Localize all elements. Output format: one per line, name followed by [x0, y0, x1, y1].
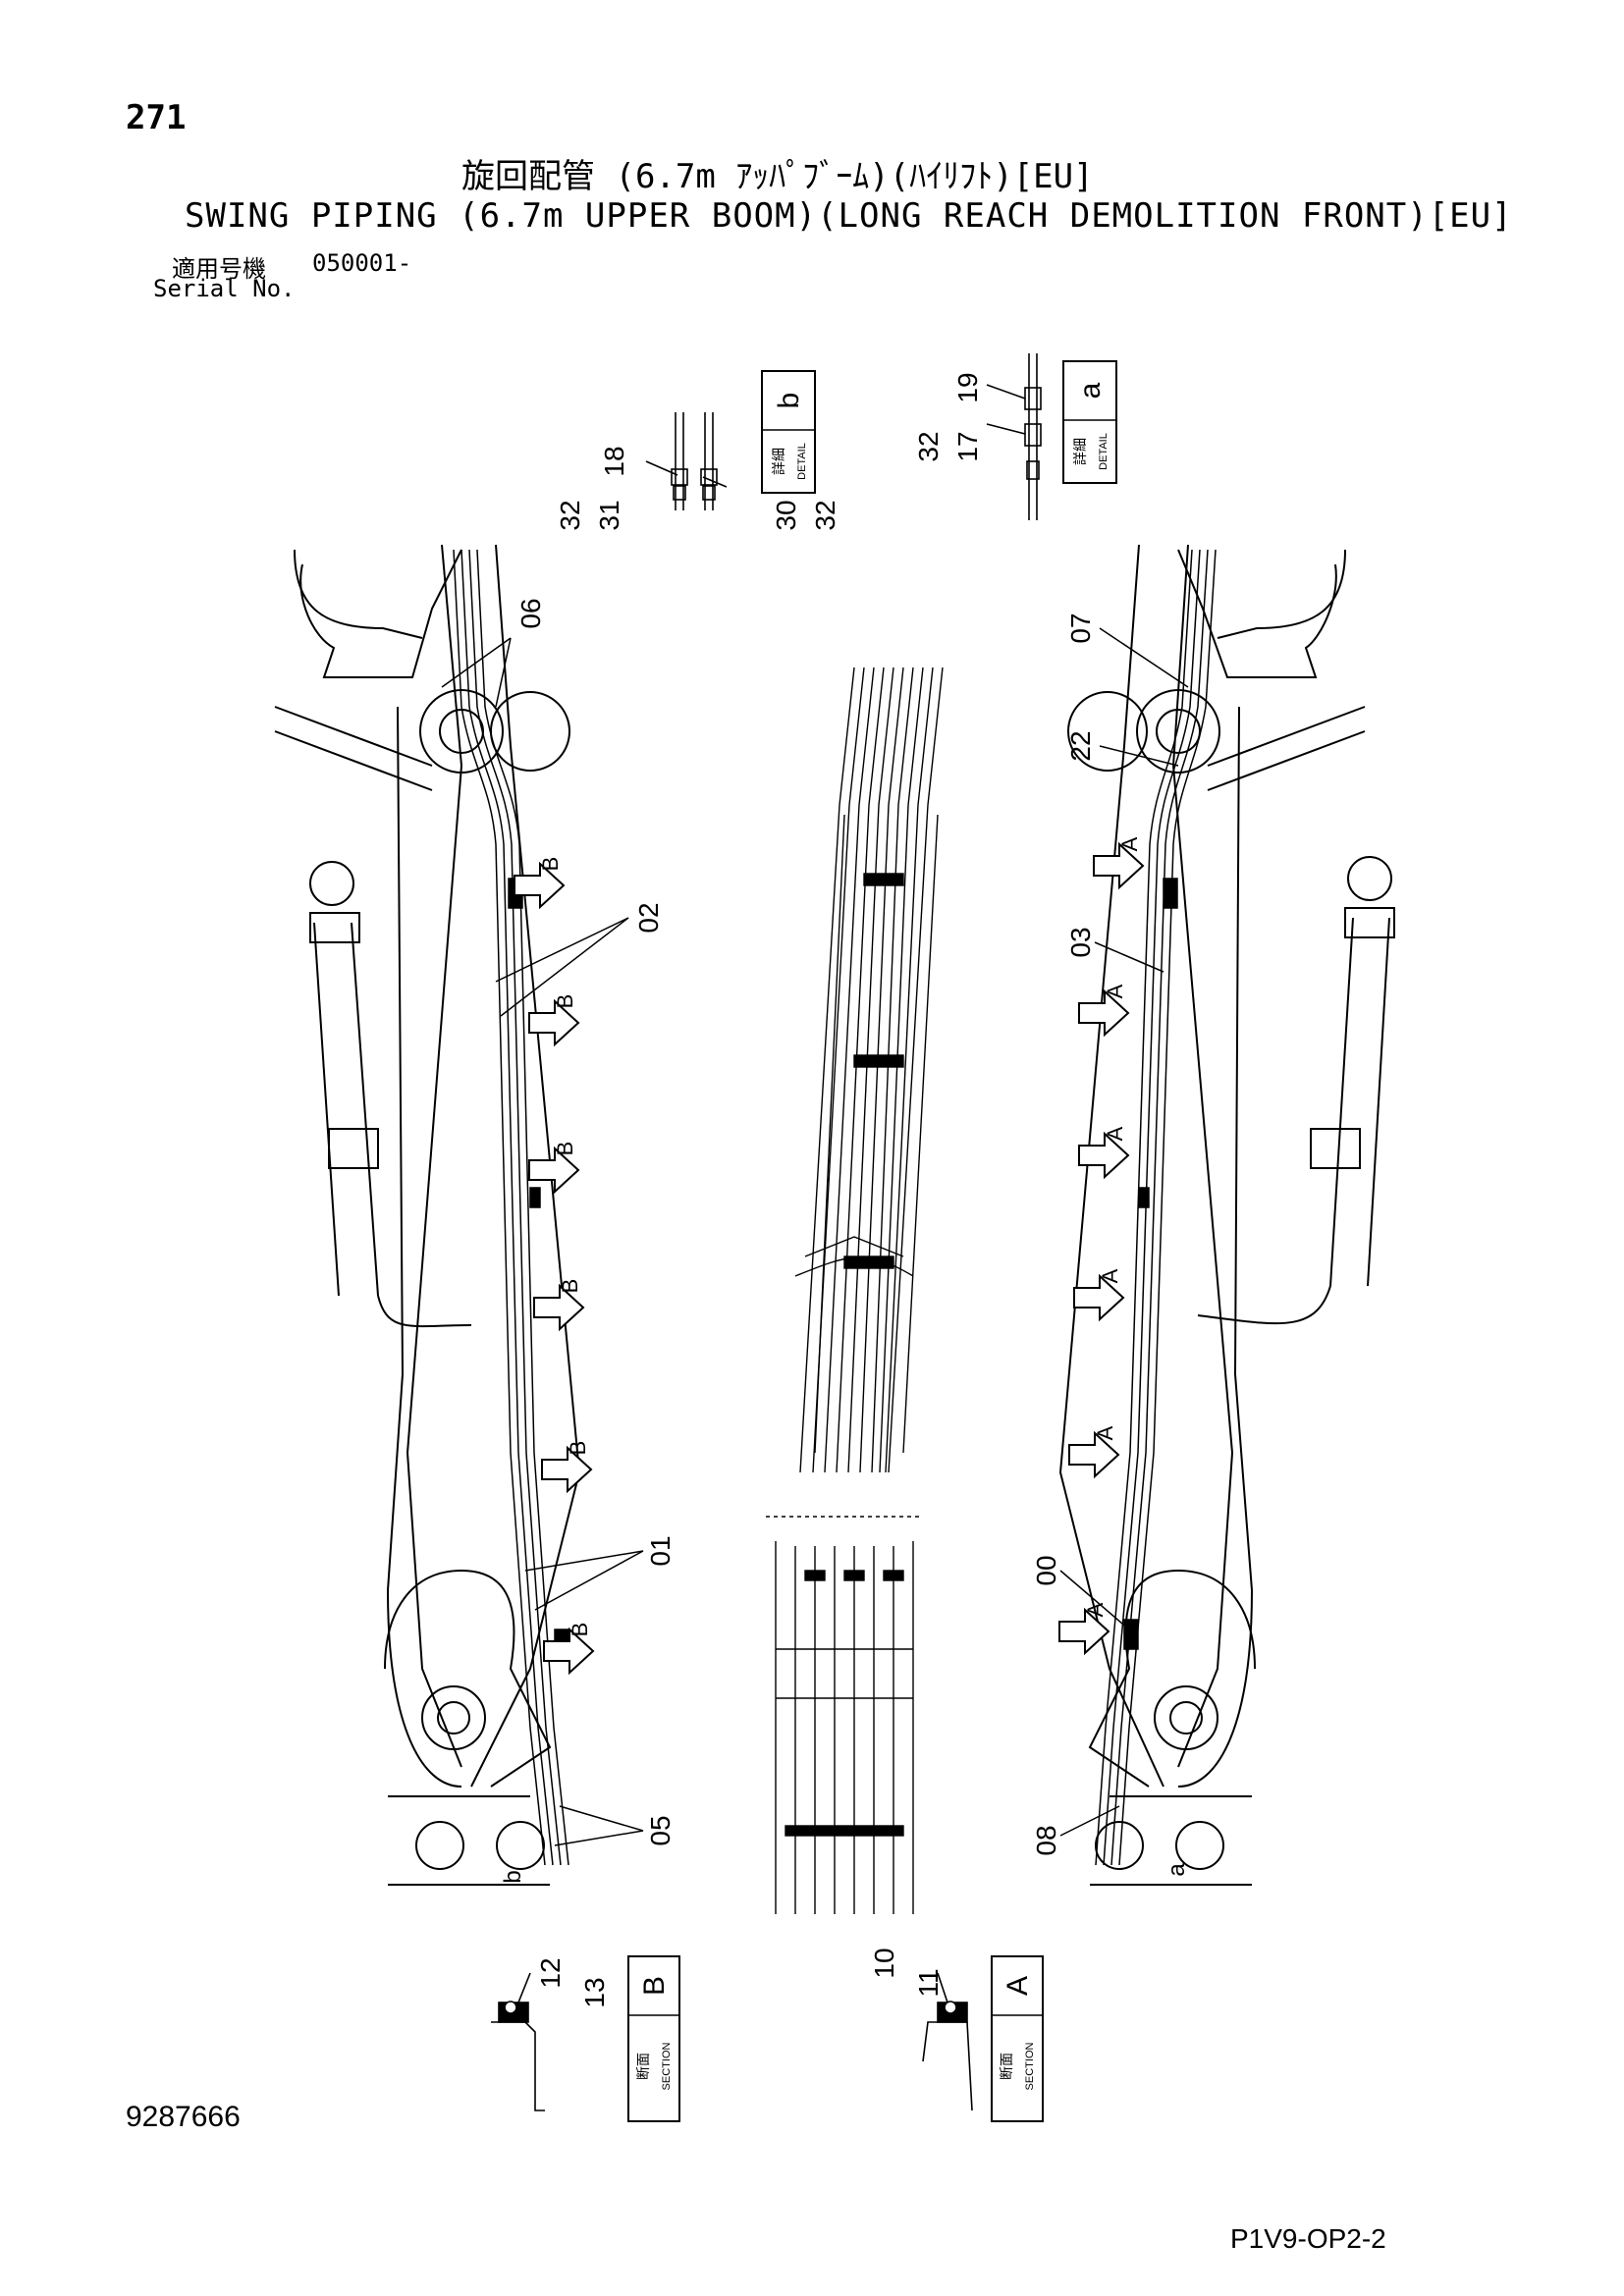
detail-b-label-32a: 32 [555, 500, 585, 530]
section-b-group: B 断面 SECTION 12 13 [491, 1955, 680, 2122]
detail-b-word: DETAIL [796, 443, 808, 480]
callout-08: 08 [1031, 1825, 1061, 1855]
section-b-label-13: 13 [579, 1977, 610, 2007]
marker-B-3: B [553, 1142, 577, 1156]
marker-B-2: B [553, 994, 577, 1009]
detail-a-kanji: 詳細 [1072, 438, 1088, 465]
detail-b-label-32b: 32 [810, 500, 840, 530]
detail-a-label-32: 32 [913, 431, 944, 461]
callout-00: 00 [1031, 1555, 1061, 1585]
section-b-label-12: 12 [535, 1957, 566, 1988]
right-pipes [1095, 549, 1217, 1866]
serial-label-japanese: 適用号機 [172, 255, 266, 283]
detail-a-box [1062, 360, 1117, 484]
left-leaders [441, 637, 644, 1846]
detail-b-label-30: 30 [771, 500, 801, 530]
right-leaders [1059, 627, 1189, 1837]
detail-a-word: DETAIL [1098, 433, 1110, 470]
marker-A-5: A [1093, 1425, 1117, 1440]
detail-b-group: b 詳細 DETAIL 18 32 31 30 32 [555, 370, 840, 531]
callout-22: 22 [1065, 730, 1096, 761]
serial-value: 050001- [312, 249, 412, 277]
section-a-label-11: 11 [913, 1968, 944, 1997]
marker-A-6: A [1083, 1602, 1108, 1617]
detail-b-label-18: 18 [599, 446, 629, 476]
section-markers-left [514, 863, 594, 1674]
section-a-kanji: 断面 [999, 2053, 1014, 2080]
serial-label-english: Serial No. [153, 275, 296, 302]
detail-a-label-17: 17 [952, 431, 983, 461]
center-top-view [766, 667, 944, 1914]
detail-b-box [761, 370, 816, 494]
marker-B-1: B [538, 857, 563, 872]
detail-a-label-19: 19 [952, 372, 983, 402]
left-pipes [453, 549, 569, 1866]
section-b-letter: B [638, 1976, 671, 1996]
detail-a-group: a 詳細 DETAIL 19 17 32 [913, 353, 1117, 520]
marker-A-4: A [1098, 1268, 1122, 1283]
section-a-label-10: 10 [869, 1948, 899, 1978]
title-english: SWING PIPING (6.7m UPPER BOOM)(LONG REAC… [185, 196, 1513, 236]
detail-b-label-31: 31 [594, 500, 624, 530]
left-boom-view [274, 544, 581, 1886]
section-a-box [991, 1955, 1044, 2122]
callout-05: 05 [645, 1815, 676, 1845]
right-boom-view [1058, 544, 1395, 1886]
marker-A-1: A [1117, 836, 1142, 851]
marker-A-3: A [1103, 1126, 1127, 1141]
callout-06: 06 [515, 598, 546, 628]
section-b-kanji: 断面 [635, 2053, 651, 2080]
callout-a: a [1164, 1863, 1190, 1877]
section-a-letter: A [1001, 1976, 1034, 1996]
marker-B-5: B [566, 1441, 590, 1456]
section-a-word: SECTION [1024, 2043, 1036, 2091]
document-number: 9287666 [126, 2101, 241, 2133]
marker-A-2: A [1103, 984, 1127, 998]
detail-a-letter: a [1074, 382, 1107, 399]
section-a-group: A 断面 SECTION 10 11 [869, 1948, 1044, 2122]
title-japanese: 旋回配管 (6.7m ｱｯﾊﾟﾌﾞｰﾑ)(ﾊｲﾘﾌﾄ)[EU] [461, 157, 1094, 196]
detail-b-letter: b [773, 393, 805, 409]
marker-B-4: B [558, 1279, 582, 1294]
page-number: 271 [126, 98, 187, 137]
callout-03: 03 [1065, 927, 1096, 957]
callout-b: b [500, 1870, 526, 1883]
section-marker-letters-left: B B B B B B [538, 857, 592, 1637]
section-b-word: SECTION [661, 2043, 673, 2091]
section-b-box [627, 1955, 680, 2122]
marker-B-6: B [568, 1623, 592, 1637]
drawing-code: P1V9-OP2-2 [1230, 2223, 1386, 2254]
callout-07: 07 [1065, 613, 1096, 643]
section-marker-letters-right: A A A A A A [1083, 836, 1142, 1617]
detail-b-kanji: 詳細 [771, 448, 786, 475]
callout-01: 01 [645, 1535, 676, 1566]
callout-02: 02 [633, 902, 664, 933]
